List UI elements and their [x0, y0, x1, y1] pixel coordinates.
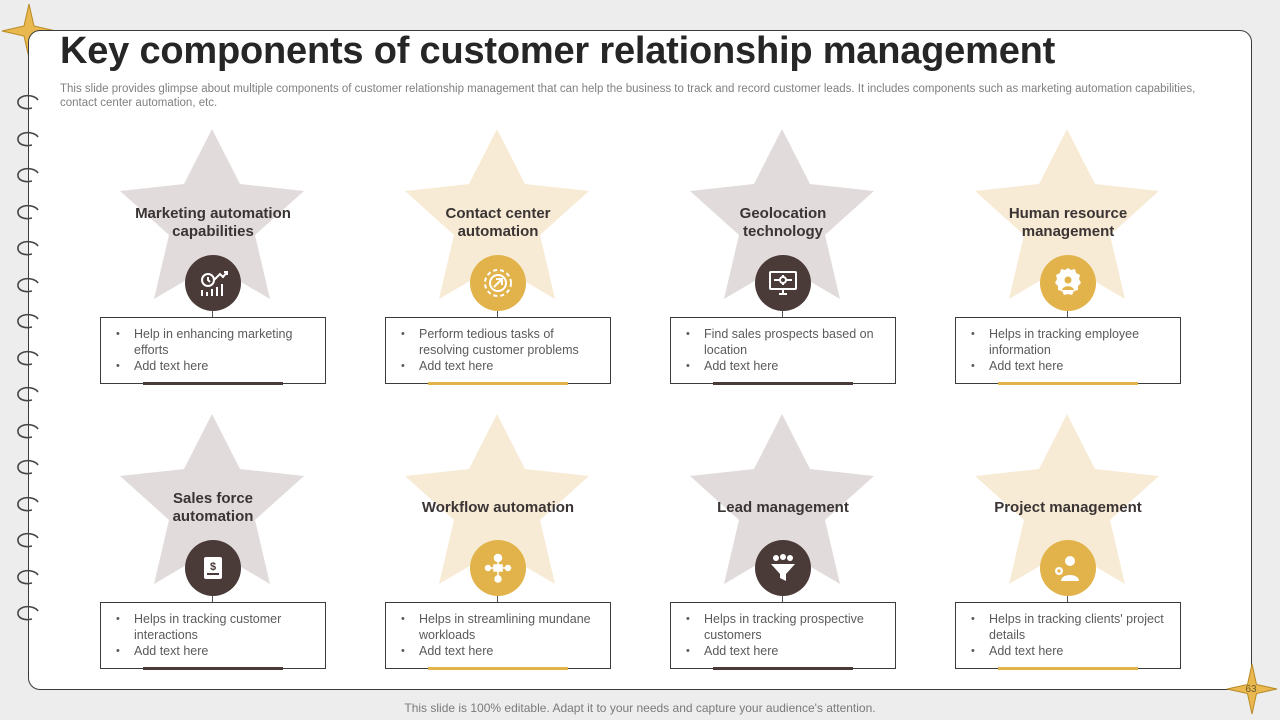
- spiral-ring: [17, 131, 39, 146]
- page-title: Key components of customer relationship …: [60, 30, 1056, 72]
- monitor-location-icon: [755, 255, 811, 311]
- connector-line: [1067, 311, 1068, 317]
- footer-note: This slide is 100% editable. Adapt it to…: [404, 701, 876, 715]
- component-card-workflow: Workflow automation Helps in streamlinin…: [385, 414, 611, 674]
- component-title: Sales force automation: [172, 490, 254, 525]
- component-title: Lead management: [717, 499, 849, 516]
- project-manager-icon: [1040, 540, 1096, 596]
- component-description: Helps in streamlining mundane workloads …: [385, 602, 611, 669]
- sales-document-icon: $: [185, 540, 241, 596]
- team-gear-icon: [1040, 255, 1096, 311]
- bullet-item: Add text here: [971, 358, 1170, 374]
- bullet-item: Add text here: [686, 643, 885, 659]
- spiral-ring: [17, 350, 39, 365]
- star-shape: [120, 129, 304, 299]
- component-title: Geolocation technology: [739, 205, 827, 240]
- spiral-ring: [17, 605, 39, 621]
- accent-bar: [998, 382, 1138, 385]
- star-shape: [405, 414, 589, 584]
- connector-line: [212, 311, 213, 317]
- connector-line: [1067, 596, 1068, 602]
- accent-bar: [143, 667, 283, 670]
- svg-text:$: $: [210, 561, 216, 573]
- component-description: Perform tedious tasks of resolving custo…: [385, 317, 611, 384]
- star-shape: [975, 414, 1159, 584]
- bullet-item: Helps in tracking prospective customers: [686, 611, 885, 643]
- bullet-item: Helps in tracking clients' project detai…: [971, 611, 1170, 643]
- spiral-ring: [17, 386, 39, 402]
- spiral-ring: [17, 204, 39, 219]
- component-card-contact-center: Contact center automation Perform tediou…: [385, 129, 611, 389]
- component-description: Helps in tracking customer interactions …: [100, 602, 326, 669]
- component-card-geolocation: Geolocation technology Find sales prospe…: [670, 129, 896, 389]
- spiral-ring: [17, 167, 39, 183]
- bullet-item: Add text here: [116, 358, 315, 374]
- page-number: 63: [1245, 684, 1257, 695]
- connector-line: [212, 596, 213, 602]
- component-title: Contact center automation: [445, 205, 551, 240]
- component-card-marketing: Marketing automation capabilities Help i…: [100, 129, 326, 389]
- marketing-chart-icon: [185, 255, 241, 311]
- component-title: Workflow automation: [421, 499, 575, 516]
- settings-gear-icon: [470, 255, 526, 311]
- component-description: Help in enhancing marketing efforts Add …: [100, 317, 326, 384]
- bullet-item: Find sales prospects based on location: [686, 326, 885, 358]
- component-title: Marketing automation capabilities: [135, 205, 291, 240]
- component-description: Find sales prospects based on location A…: [670, 317, 896, 384]
- spiral-ring: [17, 496, 39, 511]
- accent-bar: [998, 667, 1138, 670]
- spiral-ring: [17, 313, 39, 329]
- bullet-item: Add text here: [401, 358, 600, 374]
- accent-bar: [713, 382, 853, 385]
- spiral-ring: [17, 459, 39, 475]
- connector-line: [497, 596, 498, 602]
- bullet-item: Helps in tracking employee information: [971, 326, 1170, 358]
- component-title: Human resource management: [1008, 205, 1128, 240]
- component-card-sales-force: Sales force automation $ Helps in tracki…: [100, 414, 326, 674]
- bullet-item: Perform tedious tasks of resolving custo…: [401, 326, 600, 358]
- corner-star-bottom-right: [1226, 663, 1278, 715]
- workflow-icon: [470, 540, 526, 596]
- star-shape: [975, 129, 1159, 299]
- bullet-item: Helps in streamlining mundane workloads: [401, 611, 600, 643]
- accent-bar: [713, 667, 853, 670]
- star-shape: [690, 129, 874, 299]
- star-shape: [690, 414, 874, 584]
- connector-line: [782, 596, 783, 602]
- bullet-item: Add text here: [116, 643, 315, 659]
- bullet-item: Add text here: [686, 358, 885, 374]
- bullet-item: Helps in tracking customer interactions: [116, 611, 315, 643]
- component-description: Helps in tracking clients' project detai…: [955, 602, 1181, 669]
- accent-bar: [428, 667, 568, 670]
- page-subtitle: This slide provides glimpse about multip…: [60, 83, 1196, 109]
- component-card-project: Project management Helps in tracking cli…: [955, 414, 1181, 674]
- connector-line: [497, 311, 498, 317]
- accent-bar: [428, 382, 568, 385]
- component-title: Project management: [994, 499, 1142, 516]
- component-card-human-resource: Human resource management Helps in track…: [955, 129, 1181, 389]
- bullet-item: Add text here: [401, 643, 600, 659]
- component-description: Helps in tracking prospective customers …: [670, 602, 896, 669]
- spiral-ring: [17, 240, 39, 256]
- component-description: Helps in tracking employee information A…: [955, 317, 1181, 384]
- spiral-ring: [17, 94, 39, 110]
- component-card-lead: Lead management Helps in tracking prospe…: [670, 414, 896, 674]
- spiral-ring: [17, 532, 39, 548]
- lead-funnel-icon: [755, 540, 811, 596]
- star-shape: [405, 129, 589, 299]
- star-shape: [120, 414, 304, 584]
- connector-line: [782, 311, 783, 317]
- spiral-ring: [17, 423, 39, 438]
- accent-bar: [143, 382, 283, 385]
- spiral-ring: [17, 569, 39, 584]
- bullet-item: Add text here: [971, 643, 1170, 659]
- bullet-item: Help in enhancing marketing efforts: [116, 326, 315, 358]
- spiral-ring: [17, 277, 39, 292]
